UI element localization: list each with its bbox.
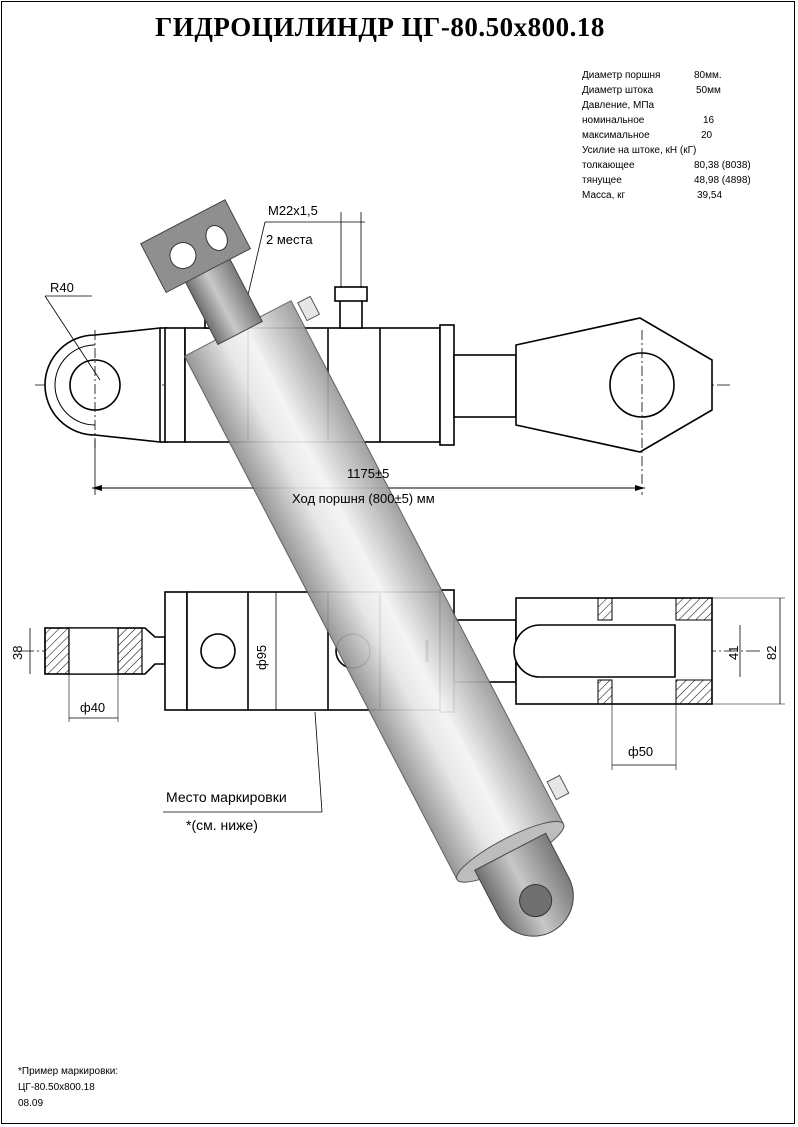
plan-port-left (200, 633, 236, 669)
stroke-label: Ход поршня (800±5) мм (292, 491, 435, 506)
spec-label: Масса, кг (582, 190, 626, 201)
marking-label: Место маркировки (166, 789, 287, 805)
radius-leader (44, 295, 101, 381)
spec-label: номинальное (582, 115, 645, 126)
spec-label: Диаметр поршня (582, 70, 661, 81)
clevis-3d (140, 199, 252, 294)
spec-value: 48,98 (4898) (694, 175, 751, 186)
spec-label: тянущее (582, 175, 622, 186)
thread-count-label: 2 места (266, 232, 313, 247)
spec-label: максимальное (582, 130, 650, 141)
h38-label: 38 (10, 646, 25, 660)
spec-value: 50мм (696, 85, 721, 96)
marking-example-code: ЦГ-80.50x800.18 (18, 1082, 95, 1093)
marking-example-date: 08.09 (18, 1098, 44, 1109)
d95-label: ф95 (254, 645, 269, 670)
spec-value: 80мм. (694, 70, 722, 81)
isometric-cylinder (140, 199, 574, 937)
spec-label: Диаметр штока (582, 85, 654, 96)
spec-value: 39,54 (697, 190, 723, 201)
length-label: 1175±5 (347, 466, 389, 481)
spec-value: 16 (703, 115, 715, 126)
d40-label: ф40 (80, 700, 105, 715)
port-right (339, 299, 363, 329)
thread-label: M22x1,5 (268, 203, 318, 218)
spec-label: Усилие на штоке, кН (кГ) (582, 145, 697, 156)
piston-rod (453, 354, 517, 418)
side-view (35, 212, 730, 495)
marking-ref: *(см. ниже) (186, 817, 258, 833)
marking-example-heading: *Пример маркировки: (18, 1066, 119, 1077)
marking-example: *Пример маркировки: ЦГ-80.50x800.18 08.0… (18, 1064, 118, 1112)
h82-label: 82 (764, 646, 779, 660)
spec-value: 20 (701, 130, 713, 141)
h41-label: 41 (726, 646, 741, 660)
spec-label: Давление, МПа (582, 100, 655, 111)
radius-label: R40 (50, 280, 74, 295)
d50-label: ф50 (628, 744, 653, 759)
spec-value: 80,38 (8038) (694, 160, 751, 171)
page-title: ГИДРОЦИЛИНДР ЦГ-80.50x800.18 (155, 12, 605, 42)
spec-label: толкающее (582, 160, 635, 171)
